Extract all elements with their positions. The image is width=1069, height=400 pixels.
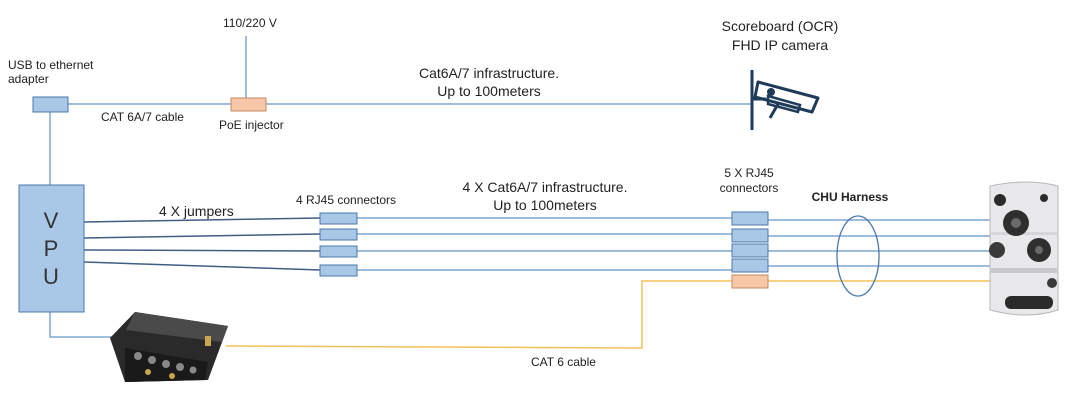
usb-adapter-label-line1: USB to ethernet bbox=[8, 58, 94, 72]
power-label: 110/220 V bbox=[223, 16, 277, 30]
jumpers-label: 4 X jumpers bbox=[159, 203, 234, 219]
rj45-connector bbox=[731, 211, 769, 226]
rj45-connector bbox=[731, 228, 769, 243]
poe-injector-label: PoE injector bbox=[219, 118, 284, 132]
chu-harness-ellipse bbox=[836, 215, 880, 297]
vpu-letter-u: U bbox=[43, 264, 59, 289]
camera-label-line2: FHD IP camera bbox=[732, 37, 828, 53]
poe-injector-box bbox=[230, 97, 267, 112]
vpu-letter-v: V bbox=[44, 208, 59, 233]
vpu-letter-p: P bbox=[44, 236, 59, 261]
rj45-4-label: 4 RJ45 connectors bbox=[296, 193, 396, 207]
rj45-5-label-line2: connectors bbox=[720, 181, 779, 195]
cat6a-cable-label: CAT 6A/7 cable bbox=[101, 110, 184, 124]
chu-camera-unit-icon bbox=[989, 181, 1059, 316]
rj45-connector bbox=[319, 245, 358, 258]
vpu-to-audio-cable bbox=[49, 312, 118, 338]
jumper-line bbox=[83, 217, 321, 223]
rj45-connector bbox=[731, 243, 769, 258]
infra-top-label-line2: Up to 100meters bbox=[437, 83, 541, 99]
audio-interface-icon bbox=[110, 312, 228, 382]
infra-mid-label-line1: 4 X Cat6A/7 infrastructure. bbox=[463, 179, 628, 195]
chu-harness-label: CHU Harness bbox=[812, 190, 889, 204]
jumper-line bbox=[83, 233, 321, 239]
cat6-cable-line bbox=[225, 280, 732, 349]
infra-mid-label-line2: Up to 100meters bbox=[493, 197, 597, 213]
rj45-connector-orange bbox=[731, 274, 769, 289]
vpu-box bbox=[18, 184, 85, 313]
usb-adapter-label-line2: adapter bbox=[8, 72, 49, 86]
infra-top-label-line1: Cat6A/7 infrastructure. bbox=[419, 65, 559, 81]
rj45-connector bbox=[731, 258, 769, 273]
rj45-5-label-line1: 5 X RJ45 bbox=[724, 166, 774, 180]
security-camera-icon bbox=[750, 70, 820, 130]
usb-ethernet-adapter bbox=[32, 96, 69, 113]
jumper-line bbox=[83, 261, 321, 271]
rj45-connector bbox=[319, 212, 358, 225]
jumper-line bbox=[83, 249, 321, 252]
rj45-connector bbox=[319, 264, 358, 277]
camera-label-line1: Scoreboard (OCR) bbox=[722, 18, 839, 34]
cat6-cable-label: CAT 6 cable bbox=[531, 355, 596, 369]
rj45-connector bbox=[319, 228, 358, 241]
